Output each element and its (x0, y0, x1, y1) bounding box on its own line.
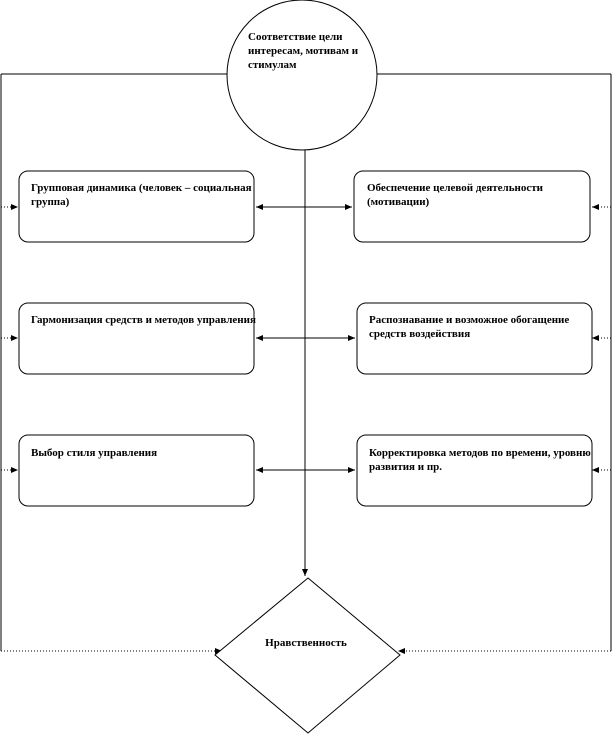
morality-diamond-label: Нравственность (265, 637, 347, 649)
left-box-3 (18, 434, 255, 507)
left-box-3-label: Выбор стиля управления (31, 447, 158, 459)
left-box-2 (18, 302, 255, 375)
left-box-2-label: Гармонизация средств и методов управлени… (31, 314, 256, 326)
left-box-1-label: Групповая динамика (человек – социальная… (31, 182, 252, 208)
right-box-3 (356, 434, 593, 507)
right-box-2 (356, 302, 593, 375)
morality-diamond-node (214, 577, 401, 734)
right-box-1-label: Обеспечение целевой деятельности (мотива… (367, 182, 544, 208)
goal-circle-label: Соответствие цели интересам, мотивам и с… (248, 31, 359, 71)
left-box-1 (18, 170, 255, 243)
right-box-1 (353, 170, 591, 243)
right-box-3-label: Корректировка методов по времени, уровню… (369, 447, 591, 473)
right-box-2-label: Распознавание и возможное обогащение сре… (369, 314, 570, 340)
goal-circle-node (226, 0, 378, 151)
